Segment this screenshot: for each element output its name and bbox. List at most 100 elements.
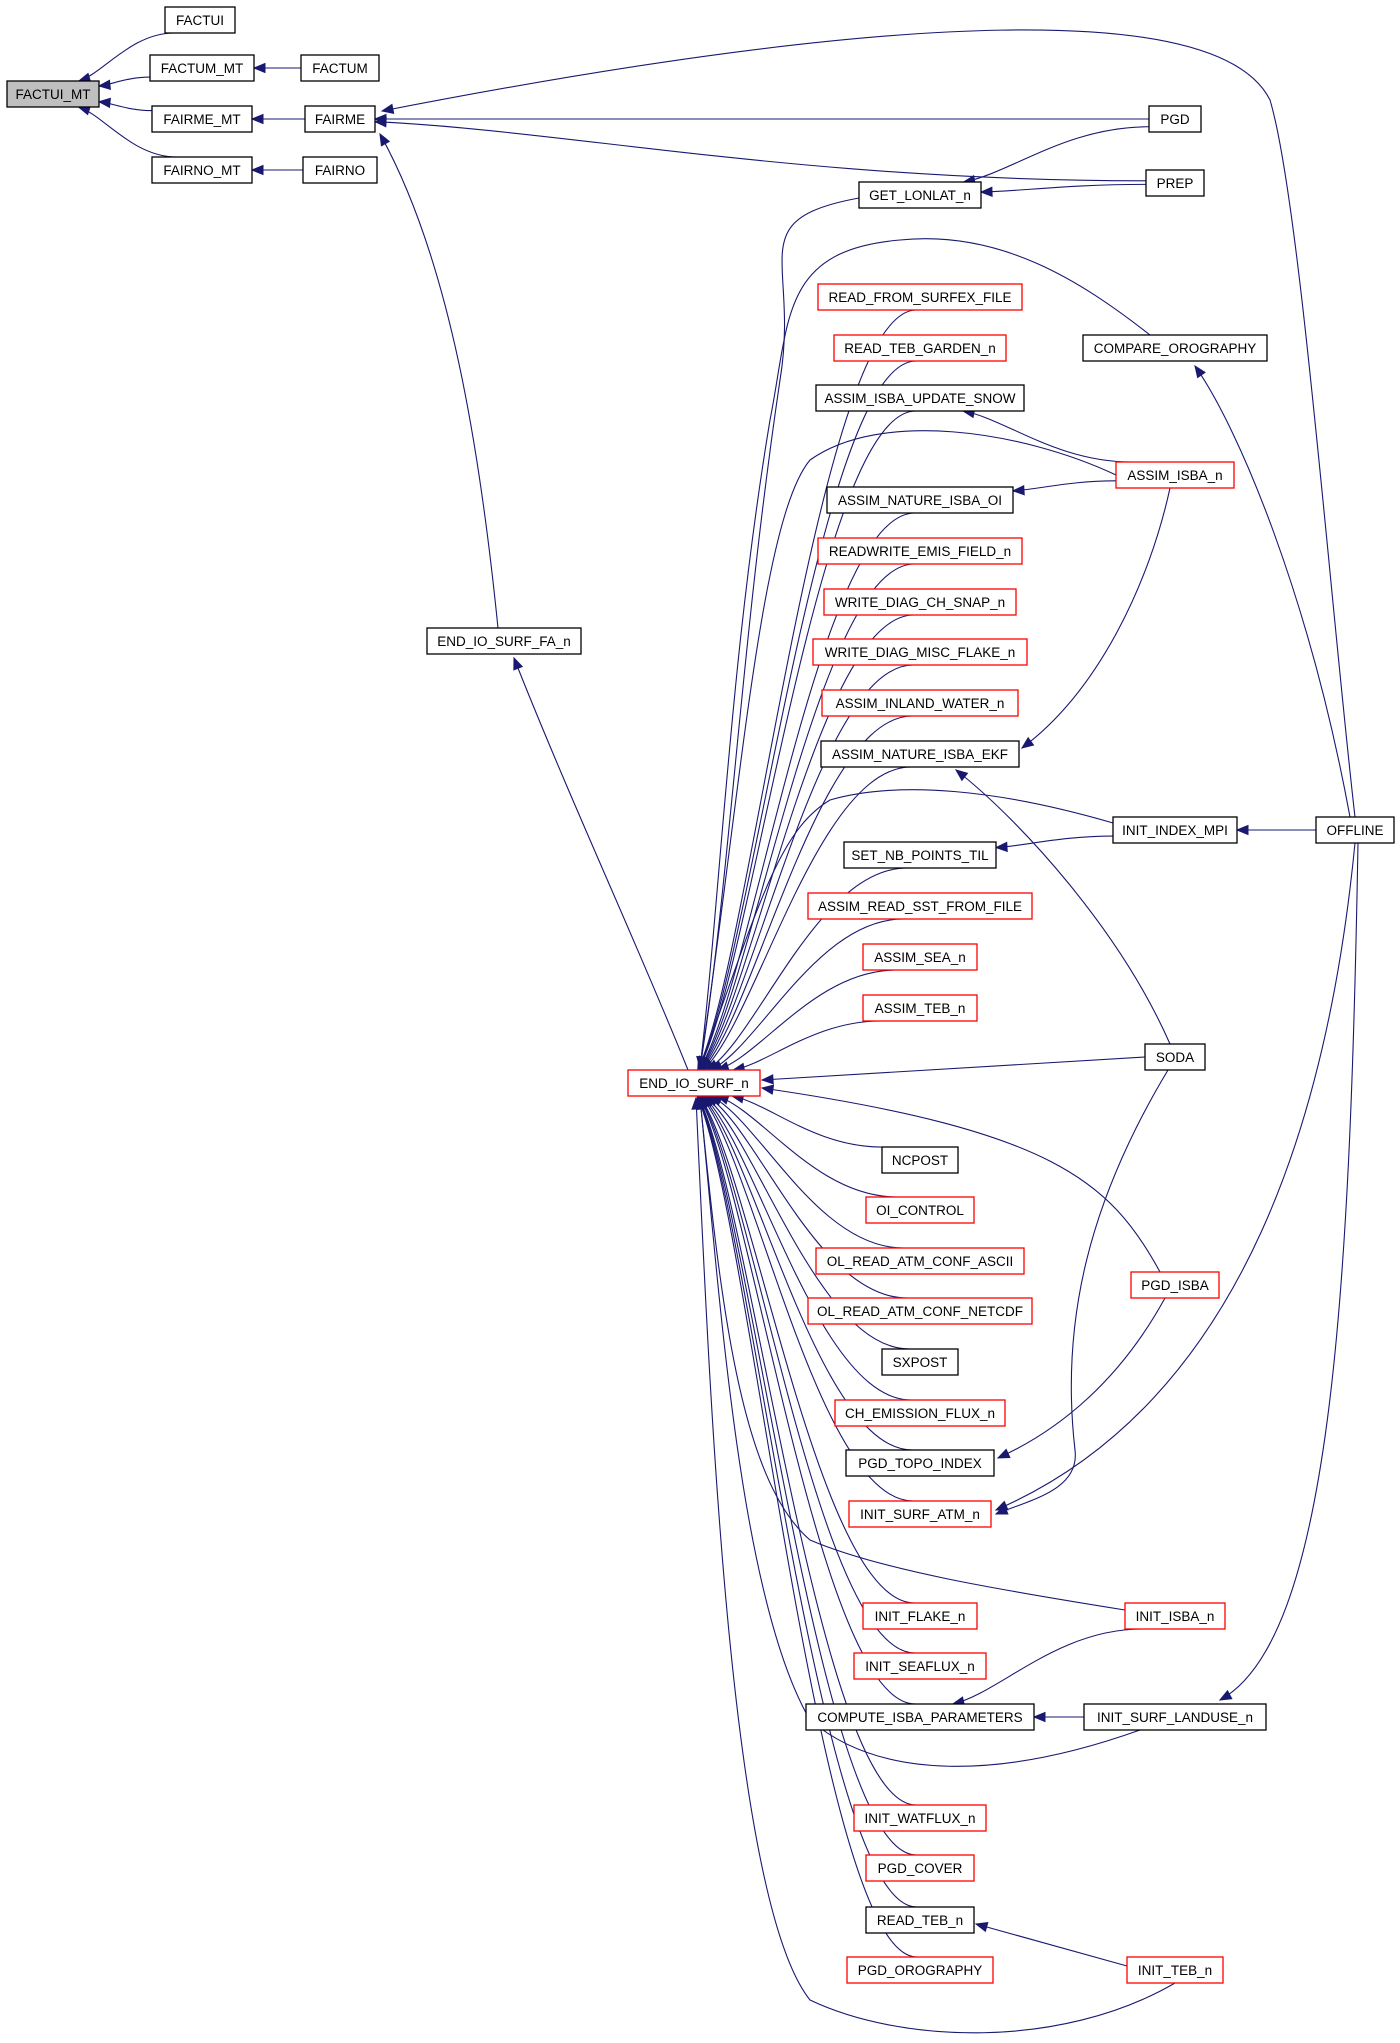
edge-assim_sea_n-to-end_io_surf_n xyxy=(716,969,897,1072)
node-end-io-surf-fa-n[interactable]: END_IO_SURF_FA_n xyxy=(426,627,582,655)
edge-init_index_mpi-to-set_nb_points_til xyxy=(994,835,1114,853)
node-factui[interactable]: FACTUI xyxy=(164,6,236,34)
node-read-teb-n[interactable]: READ_TEB_n xyxy=(865,1906,975,1934)
edge-init_index_mpi-to-end_io_surf_n xyxy=(698,789,1114,1070)
node-get-lonlat-n[interactable]: GET_LONLAT_n xyxy=(858,181,982,209)
node-init-watflux-n[interactable]: INIT_WATFLUX_n xyxy=(853,1804,987,1832)
node-assim-teb-n[interactable]: ASSIM_TEB_n xyxy=(862,994,978,1022)
node-box xyxy=(817,283,1023,311)
arrowhead xyxy=(1032,1711,1046,1723)
node-init-isba-n[interactable]: INIT_ISBA_n xyxy=(1124,1602,1226,1630)
node-box xyxy=(853,1652,987,1680)
node-fairno[interactable]: FAIRNO xyxy=(302,156,378,184)
arrowhead xyxy=(994,1504,1009,1515)
node-label: INIT_FLAKE_n xyxy=(875,1609,966,1624)
node-init-flake-n[interactable]: INIT_FLAKE_n xyxy=(862,1602,978,1630)
node-fairme-mt[interactable]: FAIRME_MT xyxy=(151,105,253,133)
node-box xyxy=(812,638,1028,666)
node-pgd[interactable]: PGD xyxy=(1148,105,1202,133)
node-compute-isba-parameters[interactable]: COMPUTE_ISBA_PARAMETERS xyxy=(805,1703,1035,1731)
node-box xyxy=(846,1956,994,1984)
edge-offline-to-init_index_mpi xyxy=(1235,824,1316,836)
node-fairme[interactable]: FAIRME xyxy=(304,105,376,133)
node-box xyxy=(833,334,1007,362)
node-init-surf-atm-n[interactable]: INIT_SURF_ATM_n xyxy=(848,1500,992,1528)
node-box xyxy=(862,1602,978,1630)
node-label: ASSIM_TEB_n xyxy=(875,1001,966,1016)
node-assim-isba-update-snow[interactable]: ASSIM_ISBA_UPDATE_SNOW xyxy=(815,384,1025,412)
arrowhead xyxy=(954,769,969,782)
node-label: OL_READ_ATM_CONF_ASCII xyxy=(827,1254,1014,1269)
node-box xyxy=(151,156,253,184)
node-box xyxy=(304,105,376,133)
node-ol-read-atm-conf-netcdf[interactable]: OL_READ_ATM_CONF_NETCDF xyxy=(807,1297,1033,1325)
node-write-diag-ch-snap-n[interactable]: WRITE_DIAG_CH_SNAP_n xyxy=(823,588,1017,616)
arrowhead xyxy=(250,113,264,125)
node-pgd-cover[interactable]: PGD_COVER xyxy=(865,1854,975,1882)
node-assim-nature-isba-oi[interactable]: ASSIM_NATURE_ISBA_OI xyxy=(826,486,1014,514)
arrowhead xyxy=(996,1448,1011,1459)
edge-assim_isba_n-to-assim_nature_isba_oi xyxy=(1011,480,1117,496)
edge-soda-to-end_io_surf_n xyxy=(760,1056,1146,1085)
node-label: PGD_OROGRAPHY xyxy=(858,1963,983,1978)
arrowhead xyxy=(691,1096,702,1110)
edge-soda-to-assim_nature_isba_ekf xyxy=(954,769,1171,1045)
node-box xyxy=(820,740,1020,768)
node-init-teb-n[interactable]: INIT_TEB_n xyxy=(1126,1956,1224,1984)
node-box xyxy=(862,994,978,1022)
node-box xyxy=(881,1348,959,1376)
node-write-diag-misc-flake-n[interactable]: WRITE_DIAG_MISC_FLAKE_n xyxy=(812,638,1028,666)
node-box xyxy=(627,1069,761,1097)
node-assim-read-sst-from-file[interactable]: ASSIM_READ_SST_FROM_FILE xyxy=(807,892,1033,920)
node-soda[interactable]: SODA xyxy=(1144,1043,1206,1071)
node-read-teb-garden-n[interactable]: READ_TEB_GARDEN_n xyxy=(833,334,1007,362)
node-label: ASSIM_NATURE_ISBA_EKF xyxy=(832,747,1008,762)
node-label: FAIRNO_MT xyxy=(163,163,240,178)
node-label: PGD_ISBA xyxy=(1141,1278,1209,1293)
node-init-seaflux-n[interactable]: INIT_SEAFLUX_n xyxy=(853,1652,987,1680)
node-init-index-mpi[interactable]: INIT_INDEX_MPI xyxy=(1112,816,1238,844)
node-label: FACTUM_MT xyxy=(161,61,244,76)
node-pgd-isba[interactable]: PGD_ISBA xyxy=(1130,1271,1220,1299)
node-factum[interactable]: FACTUM xyxy=(300,54,380,82)
node-assim-isba-n[interactable]: ASSIM_ISBA_n xyxy=(1115,461,1235,489)
node-assim-sea-n[interactable]: ASSIM_SEA_n xyxy=(862,943,978,971)
node-box xyxy=(843,841,997,869)
node-label: PREP xyxy=(1157,176,1194,191)
node-sxpost[interactable]: SXPOST xyxy=(881,1348,959,1376)
node-fairno-mt[interactable]: FAIRNO_MT xyxy=(151,156,253,184)
node-box xyxy=(1148,105,1202,133)
node-ol-read-atm-conf-ascii[interactable]: OL_READ_ATM_CONF_ASCII xyxy=(815,1247,1025,1275)
node-assim-nature-isba-ekf[interactable]: ASSIM_NATURE_ISBA_EKF xyxy=(820,740,1020,768)
node-label: OFFLINE xyxy=(1326,823,1383,838)
node-label: COMPUTE_ISBA_PARAMETERS xyxy=(817,1710,1022,1725)
node-box xyxy=(845,1449,995,1477)
node-set-nb-points-til[interactable]: SET_NB_POINTS_TIL xyxy=(843,841,997,869)
node-label: ASSIM_INLAND_WATER_n xyxy=(836,696,1005,711)
node-label: FACTUM xyxy=(312,61,368,76)
node-box xyxy=(834,1399,1006,1427)
node-box xyxy=(426,627,582,655)
edge-end_io_surf_n-to-end_io_surf_fa_n xyxy=(513,656,689,1071)
node-compare-orography[interactable]: COMPARE_OROGRAPHY xyxy=(1082,334,1268,362)
edge-factum_mt-to-factui_mt xyxy=(97,76,151,90)
node-oi-control[interactable]: OI_CONTROL xyxy=(865,1196,975,1224)
node-ncpost[interactable]: NCPOST xyxy=(881,1146,959,1174)
node-box xyxy=(823,588,1017,616)
edge-fairno_mt-to-factui_mt xyxy=(77,105,177,158)
node-ch-emission-flux-n[interactable]: CH_EMISSION_FLUX_n xyxy=(834,1399,1006,1427)
node-pgd-topo-index[interactable]: PGD_TOPO_INDEX xyxy=(845,1449,995,1477)
node-pgd-orography[interactable]: PGD_OROGRAPHY xyxy=(846,1956,994,1984)
node-readwrite-emis-field-n[interactable]: READWRITE_EMIS_FIELD_n xyxy=(817,537,1023,565)
edge-ol_read_atm_conf_ascii-to-end_io_surf_n xyxy=(709,1095,904,1249)
node-factui-mt[interactable]: FACTUI_MT xyxy=(6,80,100,108)
node-factum-mt[interactable]: FACTUM_MT xyxy=(149,54,255,82)
node-prep[interactable]: PREP xyxy=(1145,169,1205,197)
arrowhead xyxy=(760,1084,775,1095)
node-offline[interactable]: OFFLINE xyxy=(1315,816,1395,844)
node-init-surf-landuse-n[interactable]: INIT_SURF_LANDUSE_n xyxy=(1083,1703,1267,1731)
node-end-io-surf-n[interactable]: END_IO_SURF_n xyxy=(627,1069,761,1097)
node-read-from-surfex-file[interactable]: READ_FROM_SURFEX_FILE xyxy=(817,283,1023,311)
node-label: SXPOST xyxy=(893,1355,948,1370)
node-assim-inland-water-n[interactable]: ASSIM_INLAND_WATER_n xyxy=(821,689,1019,717)
